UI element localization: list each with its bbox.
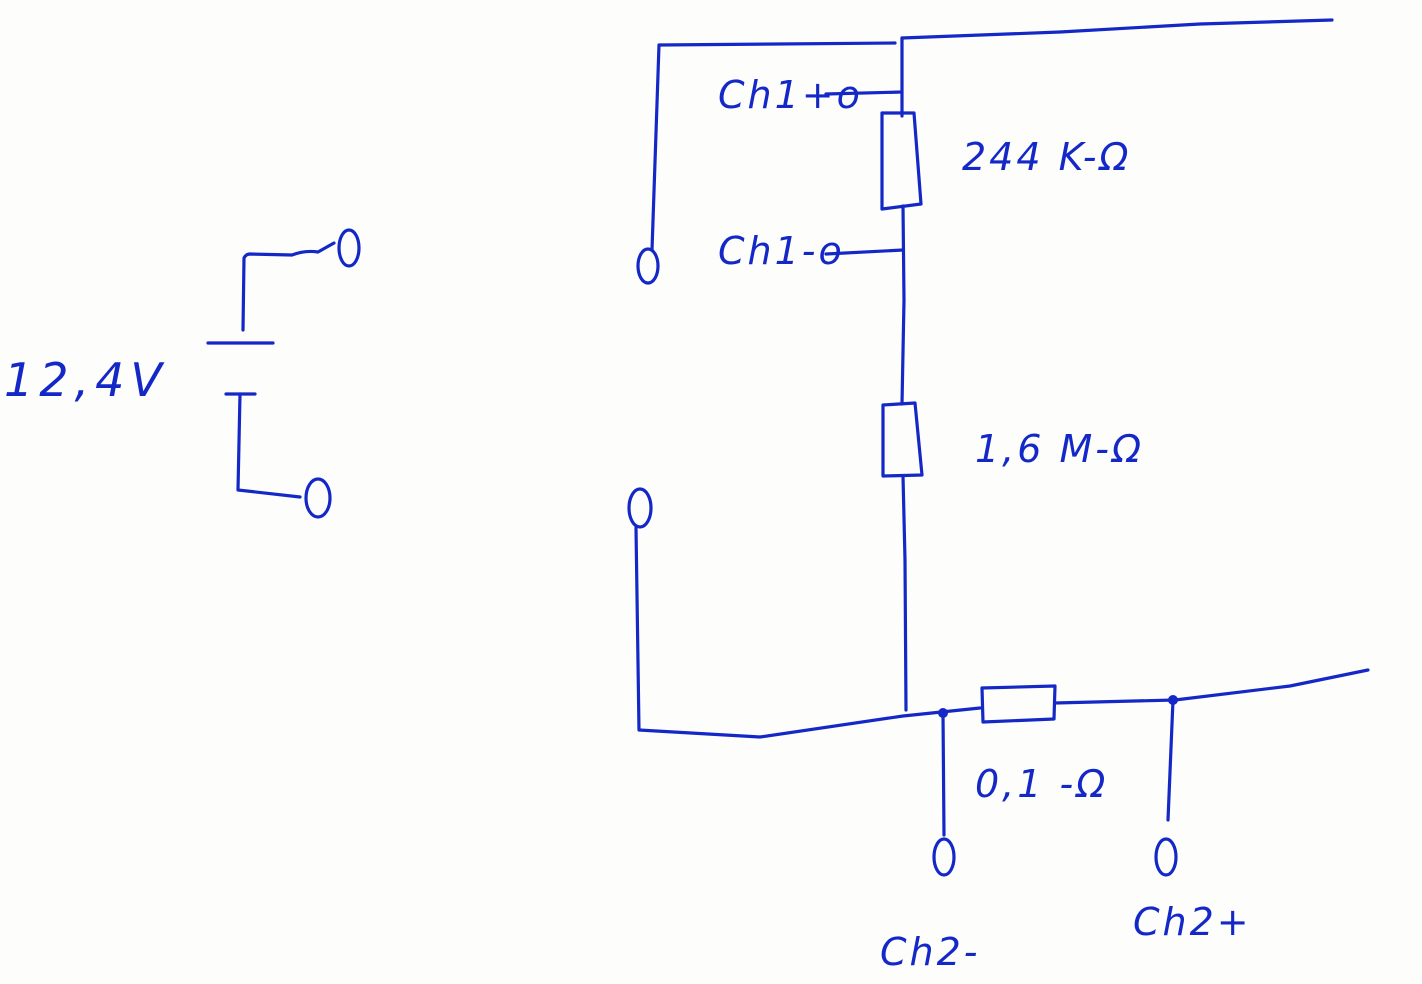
input-bottom-terminal	[627, 487, 653, 529]
battery-plus-terminal	[337, 228, 361, 268]
shunt-value-label: 0,1 -Ω	[975, 762, 1108, 806]
ch1-probe-taps: Ch1+o Ch1-o	[718, 73, 905, 273]
ch2-minus-lead	[941, 711, 946, 837]
battery-minus-terminal	[304, 477, 332, 519]
current-shunt: 0,1 -Ω Ch2- Ch2+	[880, 668, 1370, 974]
battery-top-wire	[241, 241, 336, 332]
input-bottom-lead	[634, 526, 982, 739]
ch1-minus-lead	[824, 248, 905, 256]
input-top-terminal	[636, 247, 660, 285]
top-rail-wire	[650, 18, 1334, 252]
battery-source: 12,4V	[4, 228, 361, 519]
r1-value-label: 244 K-Ω	[962, 135, 1131, 179]
ch1-plus-lead	[824, 90, 904, 96]
bottom-right-rail-wire	[1053, 668, 1370, 705]
r2-value-label: 1,6 M-Ω	[975, 427, 1144, 471]
divider-bottom-wire	[901, 474, 908, 712]
battery-voltage-label: 12,4V	[4, 353, 168, 407]
ch1-minus-label: Ch1-o	[718, 229, 845, 273]
ch2-minus-terminal	[932, 837, 956, 877]
ch2-plus-terminal	[1154, 837, 1178, 877]
voltage-divider: 244 K-Ω 1,6 M-Ω	[880, 36, 1144, 712]
battery-bottom-wire	[236, 392, 302, 499]
resistor-r2-body	[881, 401, 924, 478]
divider-middle-wire	[900, 204, 906, 406]
ch2-plus-lead	[1166, 698, 1175, 822]
ch2-minus-label: Ch2-	[880, 930, 981, 974]
resistor-r1-body	[880, 111, 923, 211]
ch2-plus-label: Ch2+	[1133, 900, 1252, 944]
shunt-resistor-body	[980, 684, 1057, 724]
ch1-plus-label: Ch1+o	[718, 73, 863, 117]
